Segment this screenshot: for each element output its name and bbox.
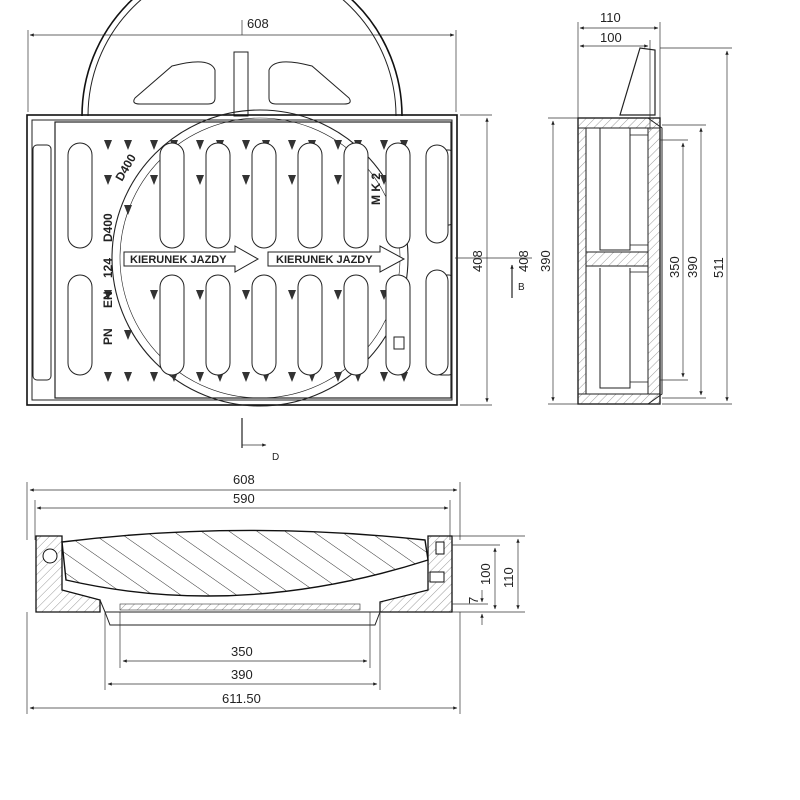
section-d-label: D — [272, 452, 279, 463]
slots-top — [67, 142, 449, 249]
section-dim-110-label: 110 — [501, 567, 516, 588]
side-dim-350-label: 350 — [667, 256, 682, 278]
section-marker-d: D — [241, 418, 279, 463]
side-dim-top: 110 100 — [577, 10, 661, 130]
section-grate — [61, 529, 429, 597]
section-dim-top: 608 590 — [26, 472, 461, 540]
cast-standard-en: EN — [101, 291, 115, 308]
section-b-label: B — [518, 282, 525, 293]
direction-label-2: KIERUNEK JAZDY — [276, 254, 373, 266]
cast-mark-icon — [393, 336, 405, 350]
hinge-arch — [81, 0, 403, 117]
section-dim-590-label: 590 — [233, 491, 255, 506]
direction-label-1: KIERUNEK JAZDY — [130, 254, 227, 266]
section-dim-611-label: 611.50 — [222, 691, 261, 706]
cast-standard-number: 124 — [101, 258, 115, 278]
side-view: 110 100 390 — [538, 10, 732, 405]
cast-standard-pn: PN — [101, 328, 115, 345]
plan-dim-408: 408 408 — [455, 114, 532, 406]
section-dim-390-label: 390 — [231, 667, 253, 682]
section-view: 608 590 110 — [26, 472, 525, 714]
side-dim-110-label: 110 — [600, 10, 621, 25]
section-dim-bottom: 350 390 611.50 — [26, 612, 461, 714]
side-dim-100-label: 100 — [600, 30, 622, 45]
plan-dim-608-label: 608 — [247, 16, 269, 31]
side-dim-390-right-label: 390 — [685, 256, 700, 278]
plan-dim-408-outer-label: 408 — [470, 250, 485, 272]
frame-inner — [31, 119, 453, 401]
side-lid-open — [619, 47, 656, 116]
direction-arrows: KIERUNEK JAZDY KIERUNEK JAZDY — [123, 245, 406, 273]
side-dim-390-left-label: 390 — [538, 250, 553, 272]
side-dim-390-left: 390 — [538, 117, 578, 405]
side-dim-511-label: 511 — [711, 257, 726, 278]
section-dim-608-label: 608 — [233, 472, 255, 487]
section-dim-7-label: 7 — [466, 597, 481, 604]
side-body — [577, 117, 663, 405]
section-dim-350-label: 350 — [231, 644, 253, 659]
side-dim-right: 350 390 511 — [660, 47, 732, 405]
section-dim-right: 110 100 7 — [452, 535, 525, 625]
slots-bottom — [67, 269, 449, 376]
plan-view: 608 — [26, 0, 532, 463]
plan-dim-608: 608 — [27, 16, 457, 112]
cast-mk-label: M K 2 — [369, 173, 383, 205]
section-dim-100-label: 100 — [478, 563, 493, 585]
cast-class-label: D400 — [101, 213, 115, 242]
plan-dim-408-inner-label: 408 — [516, 250, 531, 272]
section-marker-b: B — [510, 264, 525, 298]
